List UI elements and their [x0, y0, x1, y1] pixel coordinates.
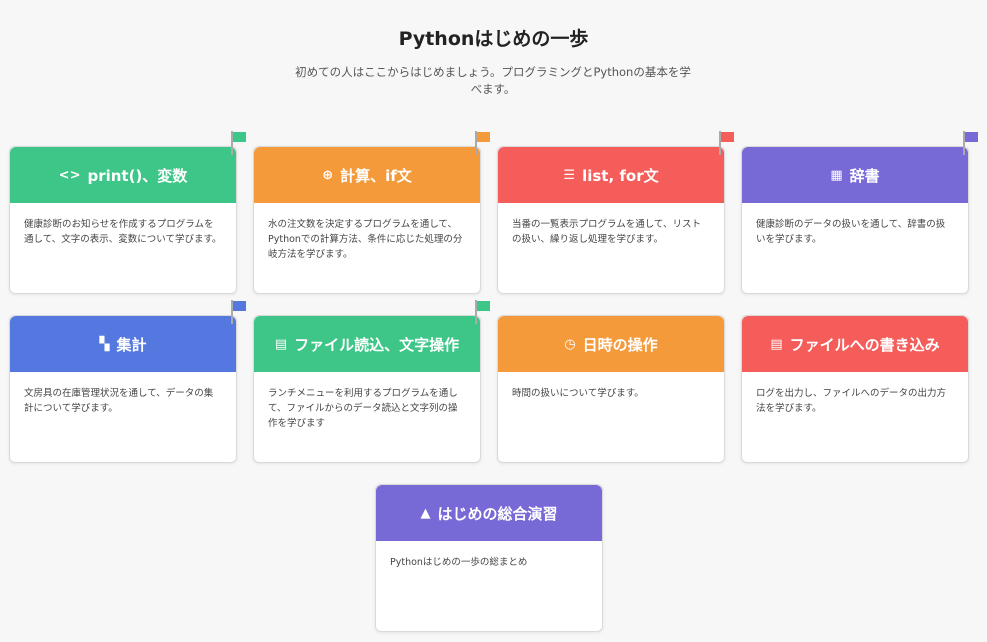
card-header: ▲ はじめの総合演習	[376, 485, 602, 541]
code-icon: <>	[58, 167, 81, 183]
flag-icon	[719, 131, 734, 155]
page-subtitle: 初めての人はここからはじめましょう。プログラミングとPythonの基本を学べます…	[295, 65, 691, 96]
card-title: ファイルへの書き込み	[789, 335, 940, 354]
file-icon: ▤	[274, 336, 288, 352]
card-description: Pythonはじめの一歩の総まとめ	[390, 557, 528, 568]
card-description: ランチメニューを利用するプログラムを通して、ファイルからのデータ読込と文字列の操…	[268, 388, 458, 429]
card-header: ▚ 集計	[10, 316, 236, 372]
course-card-calc-if[interactable]: ⊕ 計算、if文 水の注文数を決定するプログラムを通して、Pythonでの計算方…	[253, 131, 490, 294]
card-header: ☰ list, for文	[498, 147, 724, 203]
flag-icon	[231, 300, 246, 324]
card-description: 健康診断のお知らせを作成するプログラムを通して、文字の表示、変数について学びます…	[24, 219, 222, 245]
course-card-aggregation[interactable]: ▚ 集計 文房具の在庫管理状況を通して、データの集計について学びます。	[9, 300, 246, 463]
card-title: 日時の操作	[582, 335, 658, 354]
card-description: 健康診断のデータの扱いを通して、辞書の扱いを学びます。	[756, 219, 946, 245]
flag-icon	[963, 131, 978, 155]
card-title: list, for文	[582, 166, 659, 185]
course-card-list-for[interactable]: ☰ list, for文 当番の一覧表示プログラムを通して、リストの扱い、繰り返…	[497, 131, 734, 294]
card-title: 計算、if文	[340, 166, 412, 185]
course-card-final-exercise[interactable]: ▲ はじめの総合演習 Pythonはじめの一歩の総まとめ	[375, 484, 603, 632]
course-card-dictionary[interactable]: ▦ 辞書 健康診断のデータの扱いを通して、辞書の扱いを学びます。	[741, 131, 978, 294]
flag-icon	[475, 131, 490, 155]
card-description: 当番の一覧表示プログラムを通して、リストの扱い、繰り返し処理を学びます。	[512, 219, 701, 245]
list-icon: ☰	[563, 167, 576, 183]
card-header: ▤ ファイルへの書き込み	[742, 316, 968, 372]
card-description: 水の注文数を決定するプログラムを通して、Pythonでの計算方法、条件に応じた処…	[268, 219, 463, 260]
card-header: ⊕ 計算、if文	[254, 147, 480, 203]
course-card-print-variables[interactable]: <> print()、変数 健康診断のお知らせを作成するプログラムを通して、文字…	[9, 131, 246, 294]
checker-icon: ▦	[830, 167, 843, 183]
card-header: <> print()、変数	[10, 147, 236, 203]
clock-icon: ◷	[564, 336, 576, 352]
card-title: はじめの総合演習	[437, 504, 558, 523]
page-title: Pythonはじめの一歩	[398, 28, 589, 50]
card-description: ログを出力し、ファイルへのデータの出力方法を学びます。	[756, 388, 947, 414]
card-title: ファイル読込、文字操作	[294, 335, 460, 354]
card-title: print()、変数	[87, 166, 188, 185]
card-title: 集計	[116, 335, 147, 354]
card-header: ◷ 日時の操作	[498, 316, 724, 372]
mountain-icon: ▲	[420, 505, 431, 521]
flag-icon	[475, 300, 490, 324]
card-header: ▤ ファイル読込、文字操作	[254, 316, 480, 372]
flag-icon	[231, 131, 246, 155]
course-card-file-read[interactable]: ▤ ファイル読込、文字操作 ランチメニューを利用するプログラムを通して、ファイル…	[253, 300, 490, 463]
file-icon: ▤	[770, 336, 783, 352]
book-icon: ▚	[99, 336, 110, 352]
card-header: ▦ 辞書	[742, 147, 968, 203]
course-card-datetime[interactable]: ◷ 日時の操作 時間の扱いについて学びます。	[497, 315, 725, 463]
card-description: 文房具の在庫管理状況を通して、データの集計について学びます。	[24, 388, 214, 414]
card-title: 辞書	[849, 166, 880, 185]
card-description: 時間の扱いについて学びます。	[512, 388, 644, 399]
course-card-file-write[interactable]: ▤ ファイルへの書き込み ログを出力し、ファイルへのデータの出力方法を学びます。	[741, 315, 969, 463]
plus-circle-icon: ⊕	[322, 167, 334, 183]
